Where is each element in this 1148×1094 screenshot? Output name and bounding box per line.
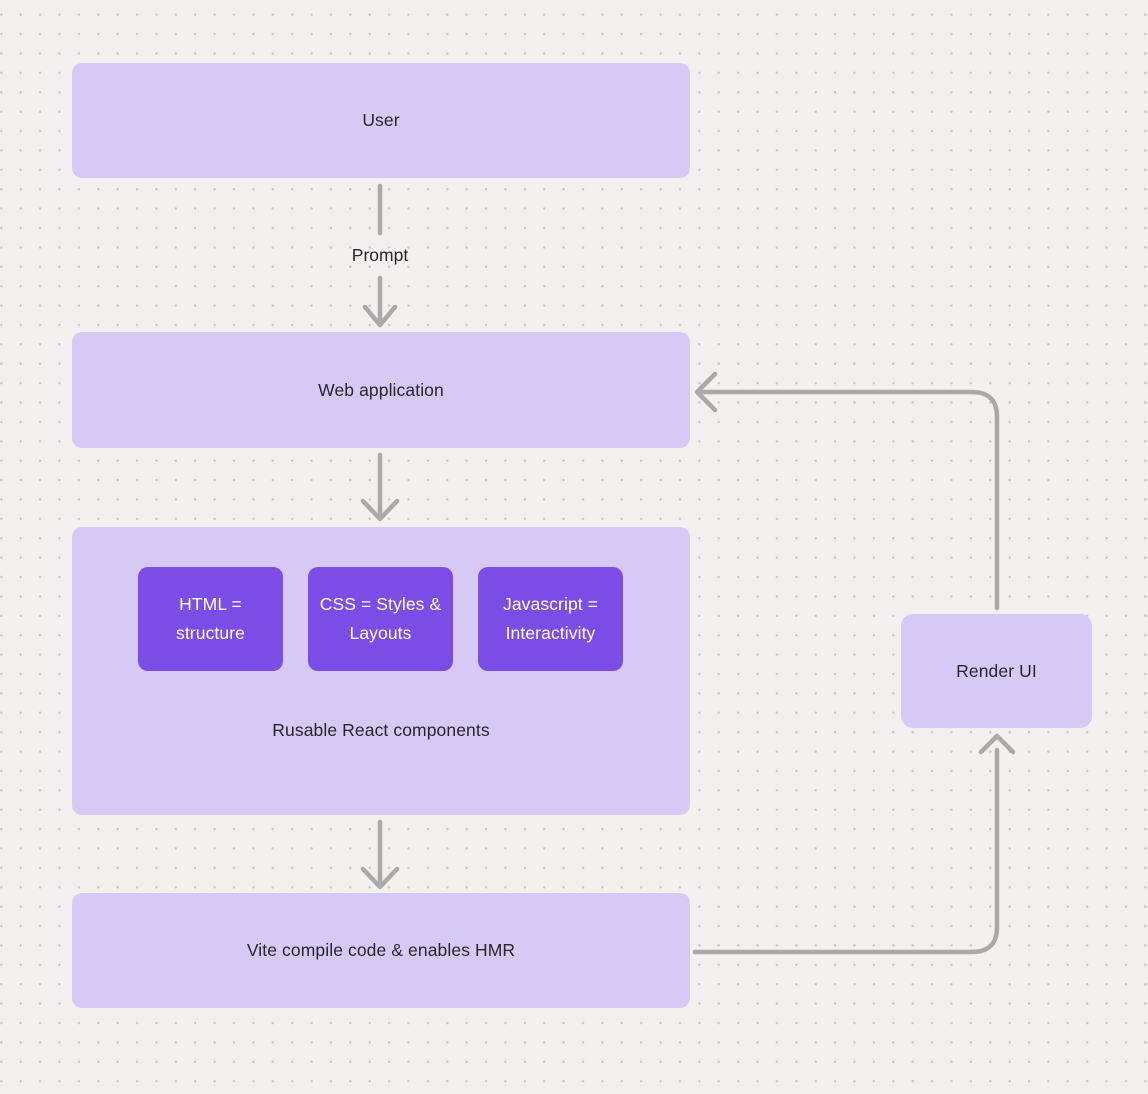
connector-renderui-to-webapp-line — [697, 389, 1000, 611]
arrowhead-down-components-icon — [360, 498, 400, 522]
javascript-subnode[interactable]: Javascript = Interactivity — [478, 567, 623, 671]
prompt-edge-label: Prompt — [351, 245, 409, 265]
css-subnode-label: CSS = Styles & Layouts — [319, 594, 442, 643]
components-group-label: Rusable React components — [272, 720, 490, 740]
arrowhead-left-webapp-icon — [694, 371, 718, 413]
javascript-subnode-label: Javascript = Interactivity — [502, 594, 599, 643]
arrowhead-down-vite-icon — [360, 866, 400, 890]
render-ui-node-label: Render UI — [956, 660, 1037, 681]
css-subnode[interactable]: CSS = Styles & Layouts — [308, 567, 453, 671]
user-node[interactable]: User — [72, 63, 690, 178]
web-application-node[interactable]: Web application — [72, 332, 690, 448]
html-subnode[interactable]: HTML = structure — [138, 567, 283, 671]
arrowhead-up-renderui-icon — [978, 733, 1016, 755]
html-subnode-label: HTML = structure — [176, 594, 245, 643]
connector-vite-to-renderui-line — [692, 747, 1000, 955]
arrowhead-down-webapp-icon — [362, 304, 398, 328]
vite-node-label: Vite compile code & enables HMR — [246, 940, 516, 960]
user-node-label: User — [362, 110, 400, 130]
vite-node[interactable]: Vite compile code & enables HMR — [72, 893, 690, 1008]
web-application-node-label: Web application — [318, 379, 444, 400]
components-group-node[interactable]: HTML = structure CSS = Styles & Layouts … — [72, 527, 690, 815]
render-ui-node[interactable]: Render UI — [901, 614, 1092, 728]
